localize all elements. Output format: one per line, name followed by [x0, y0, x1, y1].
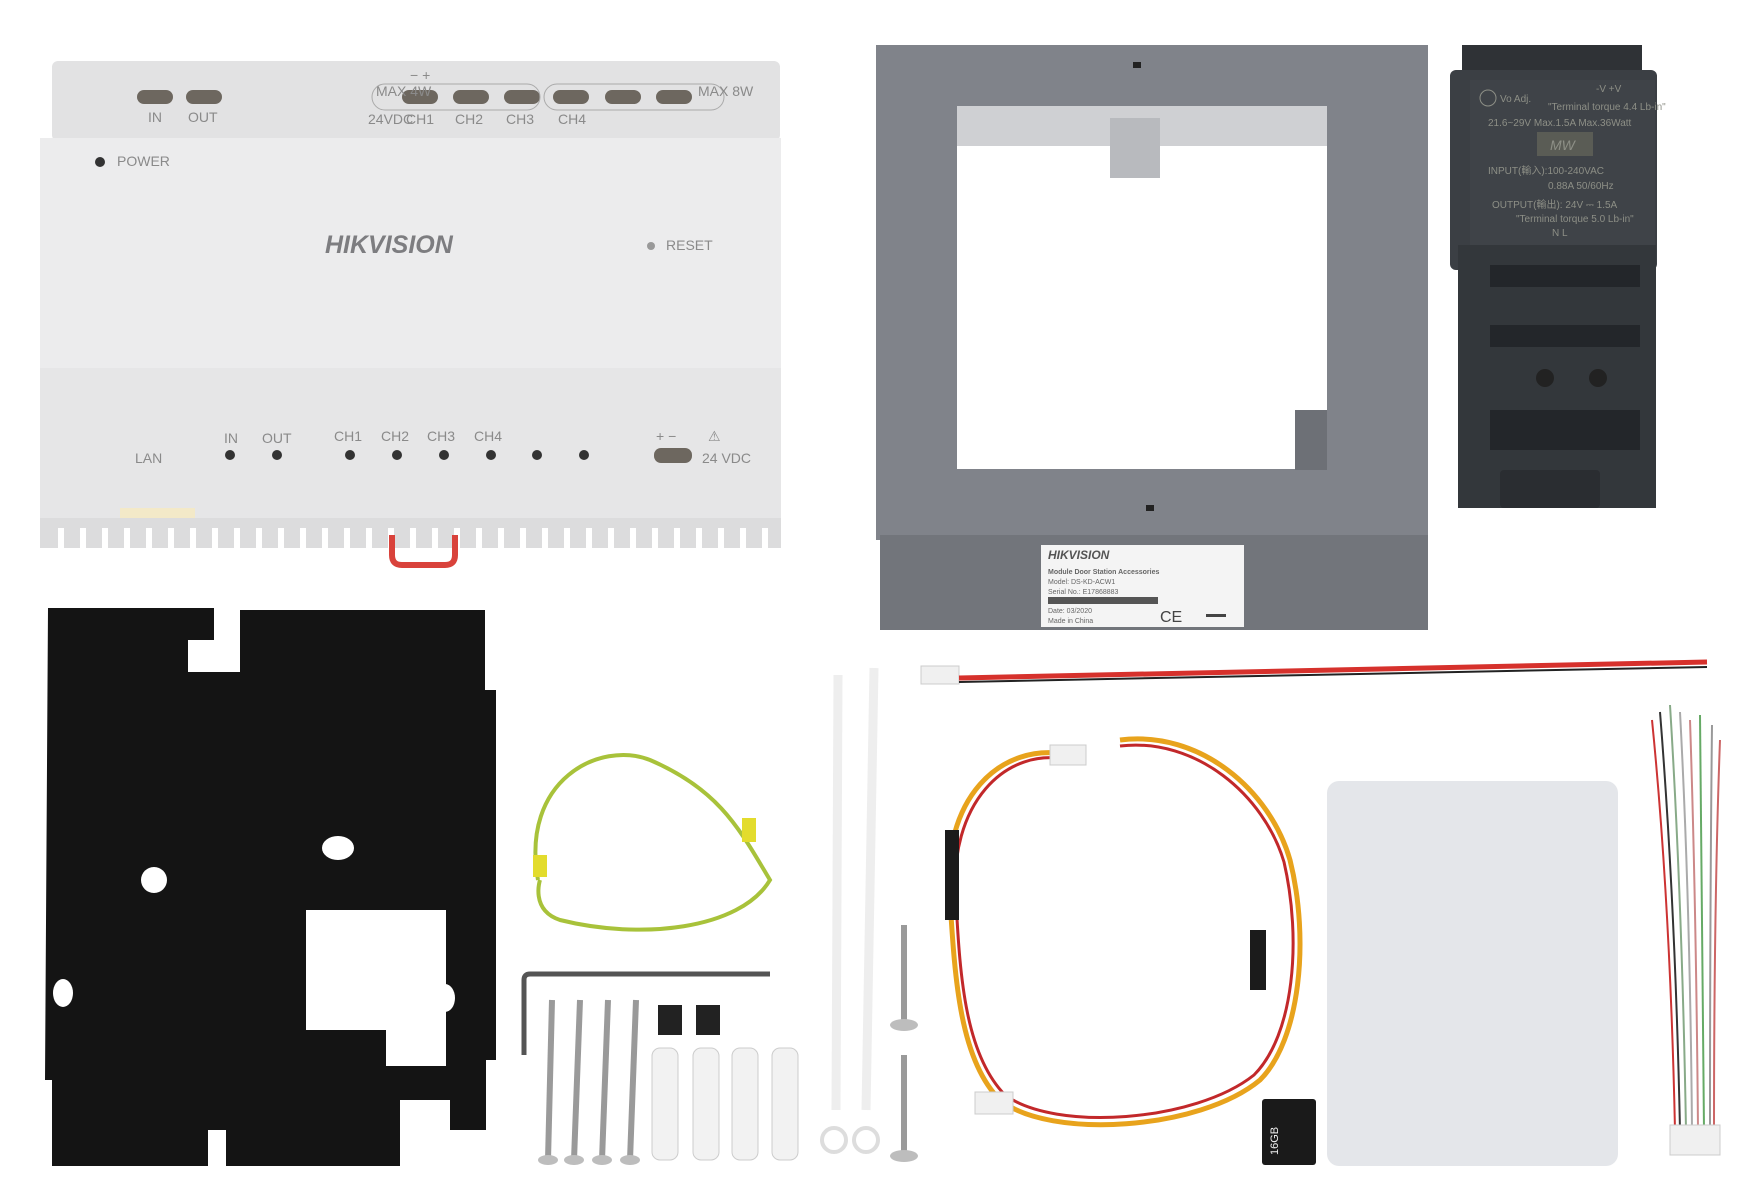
label-ch2-bottom: CH2	[381, 428, 409, 444]
psu-torque1: "Terminal torque 4.4 Lb-in"	[1548, 102, 1666, 113]
psu-nl: N L	[1552, 228, 1568, 239]
power-terminal	[654, 448, 692, 463]
screws	[545, 925, 907, 1161]
psu-torque2: "Terminal torque 5.0 Lb-in"	[1516, 214, 1634, 225]
cable-connector	[1049, 744, 1087, 766]
rubber-stopper	[696, 1005, 720, 1035]
sticker-model: Model: DS-KD-ACW1	[1048, 579, 1115, 586]
wire-harness	[1651, 704, 1721, 1131]
ground-wire	[533, 753, 773, 932]
microsd-capacity: 16GB	[1269, 1127, 1281, 1155]
status-leds	[225, 450, 589, 460]
cable-ties	[831, 667, 879, 1111]
power-led	[95, 157, 105, 167]
product-sticker: HIKVISION Module Door Station Accessorie…	[1041, 545, 1244, 627]
label-out-bottom: OUT	[262, 430, 292, 446]
psu-adj: Vo Adj.	[1500, 94, 1531, 105]
psu-output: OUTPUT(輸出): 24V ⎓ 1.5A	[1492, 198, 1618, 211]
label-ch4-top: CH4	[558, 111, 586, 127]
din-clip	[389, 535, 458, 568]
din-power-supply: Vo Adj. -V +V "Terminal torque 4.4 Lb-in…	[1450, 45, 1666, 508]
label-in-top: IN	[148, 109, 162, 125]
sticker-serial: Serial No.: E17868883	[1048, 589, 1119, 596]
label-ch2-top: CH2	[455, 111, 483, 127]
rfid-card	[1327, 781, 1618, 1166]
label-ch1-top: CH1	[406, 111, 434, 127]
sticker-date: Date: 03/2020	[1048, 608, 1092, 615]
sticker-origin: Made in China	[1048, 618, 1093, 625]
cable-connector	[974, 1091, 1014, 1115]
label-polarity-top: − +	[410, 67, 430, 83]
sticker-title: Module Door Station Accessories	[1048, 569, 1159, 576]
mounting-plate	[45, 608, 496, 1166]
psu-terminals: -V +V	[1596, 84, 1622, 95]
label-lan: LAN	[135, 450, 162, 466]
meanwell-logo-text: MW	[1550, 137, 1577, 153]
label-polarity-bottom: + −	[656, 428, 676, 444]
label-ch3-top: CH3	[506, 111, 534, 127]
label-max-left: MAX 4W	[376, 83, 432, 99]
warning-icon: ⚠	[708, 428, 721, 444]
label-in-bottom: IN	[224, 430, 238, 446]
label-24-vdc: 24 VDC	[702, 450, 751, 466]
reset-button	[647, 242, 655, 250]
hikvision-logo: HIKVISION	[325, 231, 454, 259]
rubber-stopper	[658, 1005, 682, 1035]
sticker-brand: HIKVISION	[1048, 548, 1110, 562]
label-ch3-bottom: CH3	[427, 428, 455, 444]
label-power: POWER	[117, 153, 170, 169]
allen-key	[521, 971, 770, 1055]
psu-input: INPUT(輸入):100-240VAC	[1488, 164, 1604, 177]
ce-mark: CE	[1160, 609, 1182, 626]
label-max-right: MAX 8W	[698, 83, 754, 99]
label-ch4-bottom: CH4	[474, 428, 502, 444]
weee-icon	[1206, 614, 1226, 617]
label-ch1-bottom: CH1	[334, 428, 362, 444]
voltage-adjust-knob	[1479, 89, 1497, 107]
psu-rating: 21.6~29V Max.1.5A Max.36Watt	[1488, 118, 1632, 129]
psu-input2: 0.88A 50/60Hz	[1548, 181, 1614, 192]
label-reset: RESET	[666, 237, 713, 253]
label-out-top: OUT	[188, 109, 218, 125]
barcode	[1048, 597, 1158, 604]
lan-port	[120, 508, 195, 518]
microsd-card: 16GB	[1262, 1099, 1316, 1165]
label-24vdc: 24VDC	[368, 111, 413, 127]
power-wire	[958, 659, 1708, 681]
distributor-module: IN OUT 24VDC CH1 CH2 CH3 CH4 MAX 4W MAX …	[40, 61, 781, 568]
wire-connector	[920, 665, 960, 685]
wall-anchors	[651, 1047, 799, 1161]
mounting-frame: HIKVISION Module Door Station Accessorie…	[876, 45, 1428, 630]
meanwell-logo	[1537, 132, 1593, 156]
harness-connector	[1669, 1124, 1721, 1156]
top-terminals	[137, 90, 692, 104]
